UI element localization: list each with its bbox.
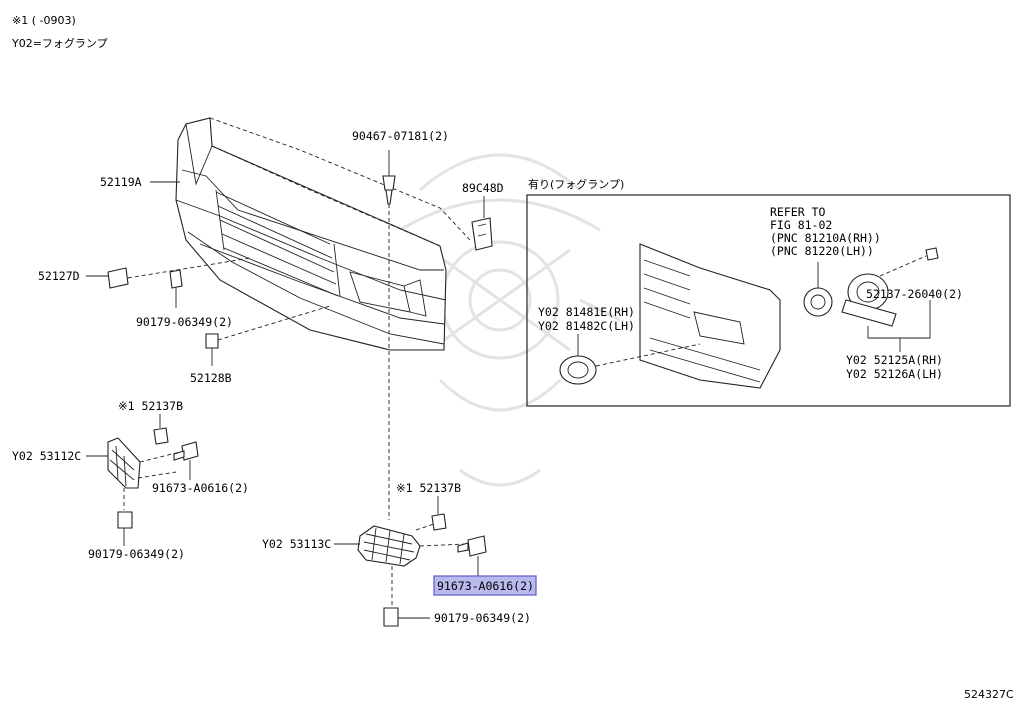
footnote-1: ※1 ( -0903) (12, 14, 76, 27)
refer-line-3: (PNC 81210A(RH)) (770, 231, 881, 245)
clip-90179-upper: 90179-06349(2) (136, 269, 233, 329)
footnote-2: Y02=フォグランプ (11, 36, 108, 50)
fog-bracket-52125a: Y02 52125A(RH) Y02 52126A(LH) (841, 255, 943, 381)
label-y02-52126a: Y02 52126A(LH) (846, 367, 943, 381)
refer-line-2: FIG 81-02 (770, 218, 832, 232)
label-91673-a0616-centre: 91673-A0616(2) (437, 579, 534, 593)
label-y02-53112c: Y02 53112C (12, 449, 81, 463)
figure-id: 524327C (964, 688, 1014, 701)
nut-52137b-left: ※1 52137B (118, 399, 183, 445)
bracket-89c48d: 89C48D (462, 181, 504, 251)
clip-52137-26040: 52137-26040(2) (866, 247, 963, 301)
screw-91673-centre: 91673-A0616(2) (433, 535, 537, 596)
refer-line-4: (PNC 81220(LH)) (770, 244, 874, 258)
clip-90467: 90467-07181(2) (352, 129, 449, 205)
label-y02-53113c: Y02 53113C (262, 537, 331, 551)
fog-lamp-81481e: Y02 81481E(RH) Y02 81482C(LH) (538, 305, 701, 385)
clip-90179-left: 90179-06349(2) (88, 488, 185, 561)
fog-bulb-socket: REFER TO FIG 81-02 (PNC 81210A(RH)) (PNC… (770, 205, 881, 317)
label-90179-06349-left: 90179-06349(2) (88, 547, 185, 561)
grille-53112c: Y02 53112C (12, 437, 181, 489)
label-52127d: 52127D (38, 269, 80, 283)
inset-frame (526, 194, 1011, 407)
label-52137b-centre: ※1 52137B (396, 481, 461, 495)
label-52128b: 52128B (190, 371, 232, 385)
label-52119a: 52119A (100, 175, 142, 189)
inset-bumper (639, 243, 781, 389)
nut-52137b-centre: ※1 52137B (396, 481, 461, 531)
label-90467-07181: 90467-07181(2) (352, 129, 449, 143)
clip-90179-centre: 90179-06349(2) (383, 566, 531, 627)
refer-line-1: REFER TO (770, 205, 825, 219)
label-90179-06349-centre: 90179-06349(2) (434, 611, 531, 625)
screw-91673-left: 91673-A0616(2) (152, 441, 249, 495)
cover-52127d: 52127D (38, 257, 251, 289)
label-y02-81482c: Y02 81482C(LH) (538, 319, 635, 333)
label-52137b-left: ※1 52137B (118, 399, 183, 413)
cover-52128b: 52128B (190, 305, 331, 385)
label-y02-52125a: Y02 52125A(RH) (846, 353, 943, 367)
inset-title: 有り(フォグランプ) (528, 177, 624, 191)
label-91673-a0616-left: 91673-A0616(2) (152, 481, 249, 495)
front-bumper (175, 117, 471, 351)
grille-53113c: Y02 53113C (262, 523, 467, 567)
label-90179-06349-upper: 90179-06349(2) (136, 315, 233, 329)
label-y02-81481e: Y02 81481E(RH) (538, 305, 635, 319)
label-52137-26040: 52137-26040(2) (866, 287, 963, 301)
highlight-91673-a0616 (433, 575, 537, 596)
inset-fog-lamp: 有り(フォグランプ) Y02 81481E(RH) Y02 81482C(LH)… (526, 177, 1011, 407)
label-89c48d: 89C48D (462, 181, 504, 195)
